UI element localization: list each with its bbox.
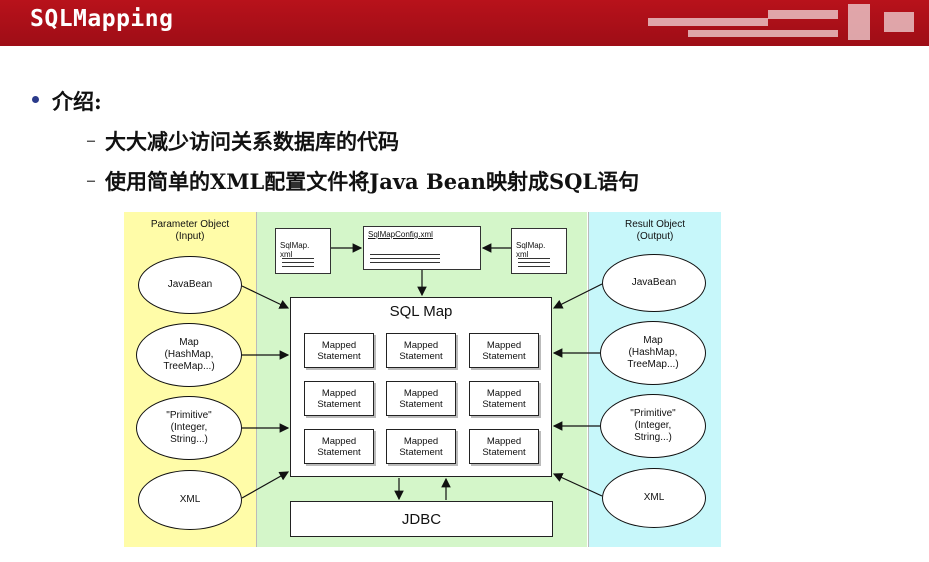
title-decoration — [648, 4, 924, 42]
sqlmapconfig-xml-doc: SqlMapConfig.xml — [363, 226, 481, 270]
dash-marker: – — [86, 168, 96, 192]
input-xml: XML — [138, 470, 242, 530]
mapped-statement: Mapped Statement — [386, 429, 456, 464]
sqlmap-xml-doc-right: SqlMap. xml — [511, 228, 567, 274]
mapped-statement: Mapped Statement — [304, 381, 374, 416]
sql-map-title: SQL Map — [389, 303, 453, 320]
output-map: Map (HashMap, TreeMap...) — [600, 321, 706, 385]
output-primitive: "Primitive" (Integer, String...) — [600, 394, 706, 458]
mapped-statement: Mapped Statement — [304, 429, 374, 464]
slide-title: SQLMapping — [30, 6, 174, 32]
parameter-object-title: Parameter Object (Input) — [150, 219, 230, 242]
sqlmap-xml-doc-left: SqlMap. xml — [275, 228, 331, 274]
mapped-statement: Mapped Statement — [469, 333, 539, 368]
mapped-statement: Mapped Statement — [386, 381, 456, 416]
bullet-dot — [32, 96, 39, 103]
sqlmap-diagram: Parameter Object (Input) Result Object (… — [124, 212, 721, 547]
mapped-statement: Mapped Statement — [469, 381, 539, 416]
title-bar: SQLMapping — [0, 0, 929, 46]
jdbc-box: JDBC — [290, 501, 553, 537]
output-xml: XML — [602, 468, 706, 528]
mapped-statement: Mapped Statement — [469, 429, 539, 464]
sqlmap-xml-label: SqlMap. xml — [280, 241, 310, 259]
sql-map-box: SQL Map Mapped Statement Mapped Statemen… — [290, 297, 552, 477]
input-primitive: "Primitive" (Integer, String...) — [136, 396, 242, 460]
intro-item-1: 大大减少访问关系数据库的代码 — [105, 129, 399, 154]
output-javabean: JavaBean — [602, 254, 706, 312]
sqlmap-xml-label: SqlMap. xml — [516, 241, 546, 259]
intro-heading: 介绍: — [52, 89, 102, 114]
mapped-statement: Mapped Statement — [386, 333, 456, 368]
sqlmapconfig-label: SqlMapConfig.xml — [368, 230, 433, 239]
input-javabean: JavaBean — [138, 256, 242, 314]
input-map: Map (HashMap, TreeMap...) — [136, 323, 242, 387]
mapped-statement: Mapped Statement — [304, 333, 374, 368]
dash-marker: – — [86, 128, 96, 152]
intro-item-2: 使用简单的XML配置文件将Java Bean映射成SQL语句 — [105, 169, 640, 194]
result-object-title: Result Object (Output) — [624, 219, 686, 242]
